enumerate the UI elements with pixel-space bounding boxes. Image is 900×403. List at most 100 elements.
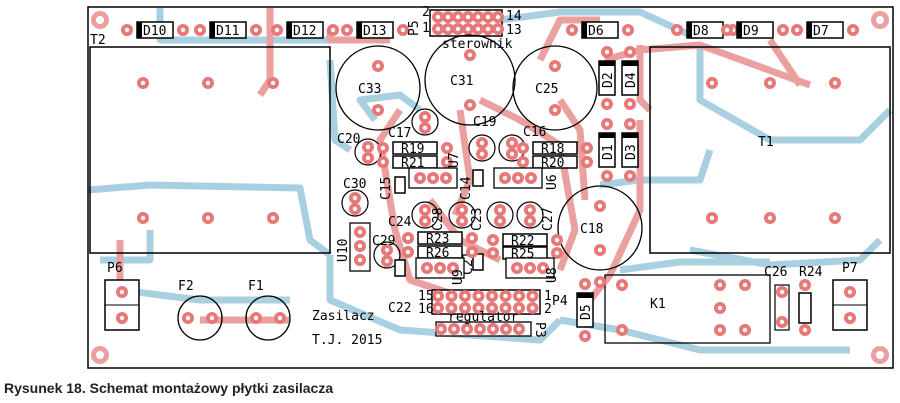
label-c28: C28 (431, 208, 446, 231)
pad-hole (380, 159, 386, 165)
capacitor-c31 (424, 34, 516, 126)
pad-hole (475, 26, 481, 32)
pad-hole (554, 250, 560, 256)
label-c20: C20 (337, 132, 360, 147)
resistor-r20 (532, 155, 578, 169)
pad-hole (554, 237, 560, 243)
label-r24: R24 (799, 265, 823, 280)
label-c19: C19 (473, 115, 496, 130)
trace (636, 45, 653, 113)
pad-hole (465, 26, 471, 32)
pad-hole (253, 315, 259, 321)
label-c24: C24 (388, 215, 412, 230)
trace (557, 98, 589, 201)
label-c26: C26 (764, 265, 787, 280)
pad-hole (604, 101, 610, 107)
label-u10: U10 (336, 239, 351, 262)
pad-hole (802, 282, 808, 288)
pad-hole (503, 293, 508, 299)
pad-hole (270, 80, 276, 86)
trace (599, 148, 714, 189)
pad-hole (604, 121, 610, 127)
cathode-band (807, 22, 812, 38)
pad-hole (779, 319, 785, 325)
pad-hole (497, 207, 503, 213)
pad-hole (582, 281, 588, 287)
pad-hole (444, 145, 450, 151)
capacitor-c28 (448, 201, 476, 229)
label-c25: C25 (535, 82, 558, 97)
label-pin_p4_15: 15 (418, 289, 434, 304)
mounting-hole-center (96, 351, 104, 359)
pad-hole (552, 63, 558, 69)
pad-hole (422, 218, 428, 224)
pad-hole (490, 250, 496, 256)
resistor-r23 (417, 231, 463, 245)
label-d2: D2 (601, 72, 616, 88)
label-pin_p5_14: 14 (506, 9, 522, 24)
pad-hole (124, 27, 130, 33)
fuse-f2 (177, 295, 223, 341)
pad-hole (422, 207, 428, 213)
pad-hole (794, 27, 800, 33)
pad-hole (584, 145, 590, 151)
pad-hole (503, 305, 508, 311)
label-d4: D4 (624, 72, 639, 88)
pad-hole (527, 207, 533, 213)
label-d10: D10 (143, 24, 166, 39)
pad-hole (253, 27, 259, 33)
label-r18: R18 (541, 142, 564, 157)
pad-hole (197, 27, 203, 33)
transformer-t2 (89, 46, 331, 254)
label-r21: R21 (401, 156, 424, 171)
pad-hole (444, 159, 450, 165)
label-d12: D12 (293, 24, 316, 39)
resistor-r22 (502, 233, 548, 247)
label-pin_p4_16: 16 (418, 302, 434, 317)
trace (619, 258, 770, 274)
pad-hole (477, 326, 483, 332)
pad-hole (205, 80, 211, 86)
cathode-band (582, 22, 587, 38)
pad-hole (490, 237, 496, 243)
capacitor-c19 (468, 134, 496, 162)
pad-hole (503, 326, 509, 332)
relay-k1 (604, 274, 771, 344)
pad-hole (455, 26, 461, 32)
trace (119, 286, 290, 304)
pad-hole (767, 215, 773, 221)
label-p3: P3 (532, 322, 547, 338)
label-c17: C17 (388, 126, 411, 141)
pad-hole (443, 175, 449, 181)
cathode-band (287, 22, 292, 38)
cathode-band (599, 133, 615, 138)
pad-hole (479, 151, 485, 157)
pad-hole (455, 14, 461, 20)
pad-hole (417, 175, 423, 181)
pad-hole (357, 229, 363, 235)
pad-hole (437, 265, 443, 271)
pad-hole (365, 155, 371, 161)
pad-hole (717, 305, 723, 311)
pad-hole (485, 26, 491, 32)
pad-hole (552, 107, 558, 113)
pad-hole (802, 327, 808, 333)
label-c22: C22 (388, 301, 411, 316)
label-c15: C15 (379, 177, 394, 200)
pad-hole (357, 257, 363, 263)
trace (499, 8, 692, 39)
pad-hole (464, 326, 470, 332)
capacitor-c27 (516, 201, 544, 229)
trace (451, 109, 474, 217)
pad-hole (489, 305, 495, 311)
pad-hole (619, 327, 625, 333)
label-p5: P5 (407, 20, 422, 36)
pad-hole (180, 27, 186, 33)
cathode-band (210, 22, 215, 38)
pad-hole (497, 218, 503, 224)
trace (326, 59, 352, 153)
trace (689, 237, 883, 269)
label-d13: D13 (363, 24, 386, 39)
pad-hole (357, 243, 363, 249)
